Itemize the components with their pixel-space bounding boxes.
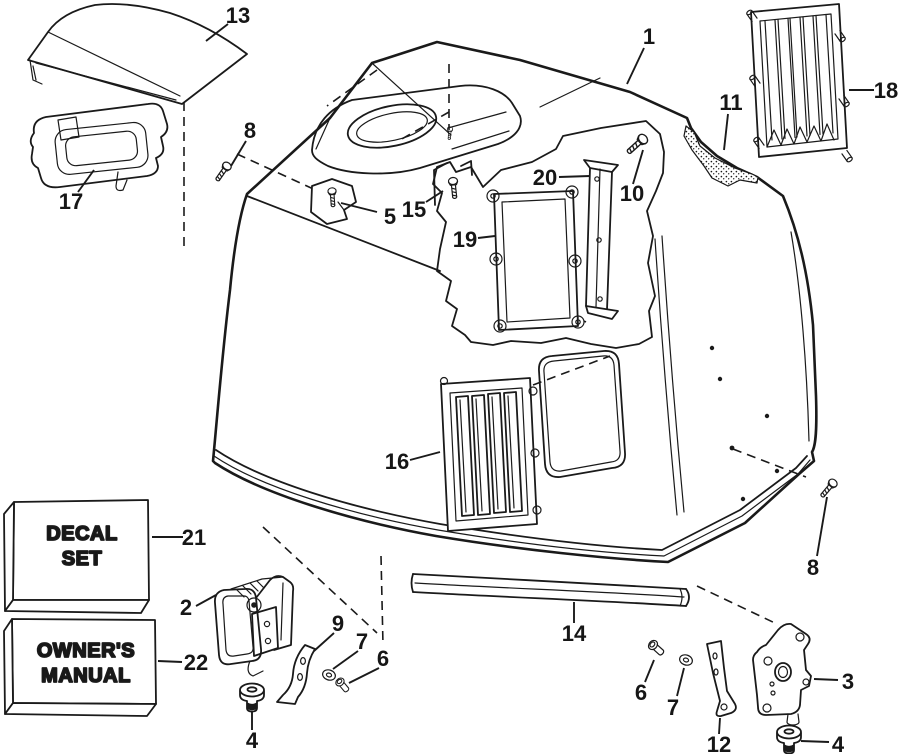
callout-leader-7	[676, 667, 685, 697]
callout-6: 6	[377, 646, 389, 671]
owners-manual-line2: MANUAL	[41, 665, 131, 687]
callout-21: 21	[182, 525, 206, 550]
callout-leader-3	[813, 678, 839, 681]
callout-4: 4	[246, 728, 259, 753]
bolt-6-left-icon	[333, 675, 352, 695]
callout-16: 16	[385, 449, 409, 474]
callout-leader-11	[723, 113, 729, 151]
callout-leader-5	[340, 202, 378, 213]
part-16-louver-grille	[439, 376, 542, 532]
callout-leader-20	[558, 175, 591, 178]
part-13-cover-panel	[27, 3, 248, 105]
decal-set-line2: SET	[62, 548, 102, 570]
callout-22: 22	[184, 650, 208, 675]
washer-7-right-icon	[677, 652, 695, 668]
cover-opening-panel	[538, 350, 626, 478]
screw-8-top-icon	[212, 159, 234, 184]
callout-leader-1	[626, 47, 645, 85]
callout-leader-19	[477, 235, 496, 239]
clip-bracket-15	[433, 160, 473, 206]
callout-leader-8	[816, 496, 828, 557]
part-9-strap-bracket	[276, 644, 316, 705]
callout-18: 18	[874, 78, 898, 103]
part-14-trim-strip	[410, 573, 690, 607]
callout-7: 7	[356, 629, 368, 654]
top-handle-recess	[311, 84, 522, 175]
part-3-mounting-plate	[752, 622, 812, 726]
callout-10: 10	[620, 181, 644, 206]
callout-17: 17	[59, 189, 83, 214]
callout-19: 19	[453, 227, 477, 252]
part-17-support-frame	[29, 102, 169, 192]
owners-manual-line1: OWNER'S	[37, 640, 135, 662]
side-crease-a	[654, 238, 678, 516]
callout-leader-16	[409, 451, 441, 461]
front-crease	[246, 195, 441, 272]
grille-slats	[764, 13, 835, 148]
callout-15: 15	[402, 197, 426, 222]
decal-set-line1: DECAL	[46, 523, 117, 545]
callout-leader-13	[205, 23, 229, 42]
right-edge-inner	[790, 231, 810, 442]
callout-13: 13	[226, 3, 250, 28]
callout-5: 5	[384, 204, 396, 229]
grommet-4-right-icon	[776, 724, 802, 754]
callout-leader-15	[425, 190, 444, 203]
part-11-texture-patch	[683, 125, 759, 187]
top-face-line-a	[372, 63, 452, 136]
part-2-latch-bracket	[214, 575, 295, 677]
callout-leader-7	[332, 650, 359, 670]
callout-leader-4	[800, 740, 830, 743]
part-19-frame	[486, 185, 585, 333]
top-face-line-c	[315, 117, 331, 150]
callout-4: 4	[832, 732, 845, 754]
callout-20: 20	[533, 165, 557, 190]
part-20-channel-bracket	[583, 159, 619, 320]
callout-14: 14	[562, 621, 587, 646]
callout-leader-22	[157, 660, 183, 663]
washer-7-left-icon	[320, 667, 338, 683]
callout-1: 1	[643, 24, 655, 49]
callout-12: 12	[707, 732, 731, 754]
callout-6: 6	[635, 680, 647, 705]
callout-leader-10	[632, 149, 644, 185]
bottom-rim-band-inner	[213, 455, 811, 557]
handle-opening-inner	[356, 111, 428, 143]
callout-8: 8	[244, 118, 256, 143]
part-21-decal-set-box: DECAL SET	[3, 499, 150, 614]
callout-7: 7	[667, 695, 679, 720]
part-22-owners-manual-box: OWNER'S MANUAL	[3, 618, 157, 717]
callout-leader-17	[77, 169, 95, 193]
callout-leader-12	[718, 717, 721, 735]
part-12-hook-strap	[706, 640, 737, 718]
side-crease-b	[661, 235, 685, 513]
top-face-line-b	[539, 77, 601, 108]
callout-2: 2	[180, 595, 192, 620]
callout-3: 3	[842, 669, 854, 694]
callout-8: 8	[807, 555, 819, 580]
bottom-rim-band	[215, 449, 808, 551]
bolt-6-right-icon	[646, 638, 667, 659]
callout-9: 9	[332, 611, 344, 636]
callout-leader-2	[195, 594, 217, 607]
screw-8-right-icon	[817, 476, 840, 500]
callout-leader-9	[313, 632, 335, 652]
handle-opening-outer	[346, 103, 438, 149]
grommet-4-left-icon	[239, 682, 265, 713]
callout-leader-8	[230, 140, 247, 167]
service-recess-outline	[432, 120, 665, 349]
callout-leader-6	[348, 667, 380, 684]
callout-11: 11	[719, 90, 742, 115]
callout-leader-6	[644, 659, 655, 683]
part-18-grille	[745, 3, 854, 164]
